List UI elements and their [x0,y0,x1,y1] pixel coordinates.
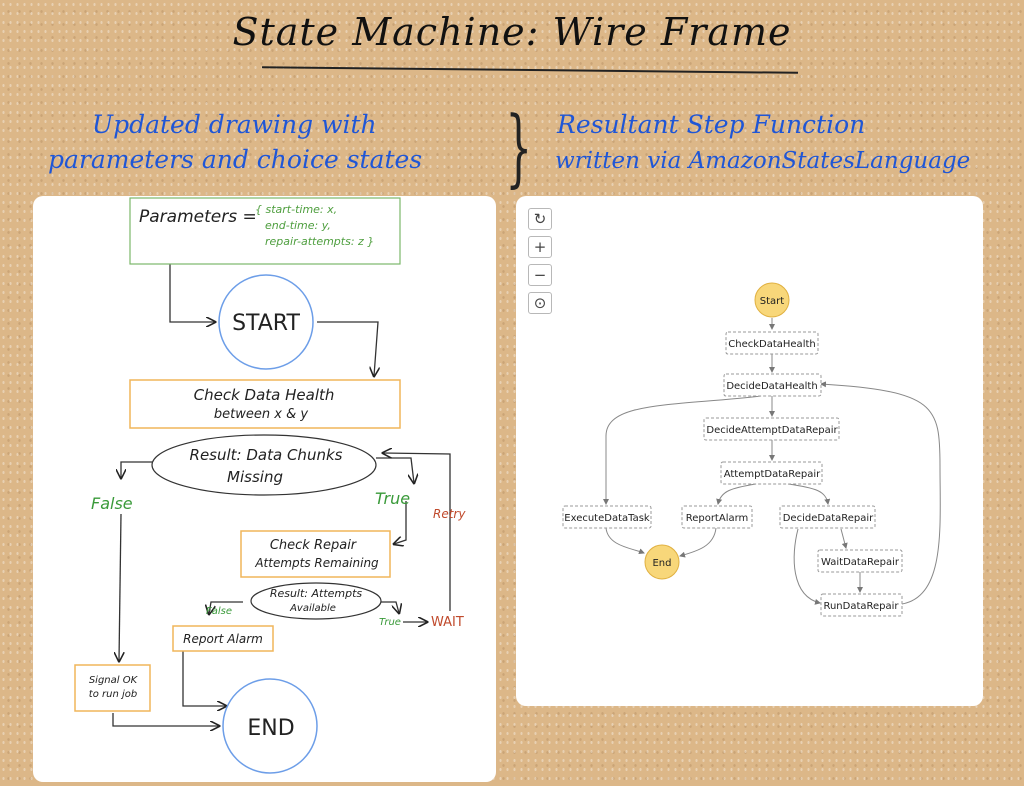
asl-end-node: End [644,544,680,580]
arrow-true-branch [376,457,414,483]
asl-run-data-repair-node[interactable]: RunDataRepair [820,593,903,617]
asl-report-alarm-label: ReportAlarm [686,513,749,524]
arrow-retry [383,453,451,611]
asl-run-data-repair-label: RunDataRepair [823,601,899,612]
asl-execute-data-task-label: ExecuteDataTask [564,513,650,524]
result-attempts-line2: Available [289,603,336,614]
center-view-button[interactable]: ⊙ [528,292,552,314]
param-repair-attempts: repair-attempts: z } [265,235,374,248]
asl-decide-data-health-node[interactable]: DecideDataHealth [723,373,822,397]
parameters-box [129,197,401,265]
sketch-panel: Parameters = { start-time: x, end-time: … [33,196,496,782]
report-alarm-label: Report Alarm [183,632,263,646]
result-data-ellipse [151,434,377,496]
edge-try-decide-repair [787,483,831,505]
asl-decide-data-repair-node[interactable]: DecideDataRepair [779,505,876,529]
sketch-diagram: Parameters = { start-time: x, end-time: … [74,197,466,774]
left-heading-line2: parameters and choice states [48,145,423,174]
parameters-label: Parameters = [139,207,257,227]
edge-report-end [679,527,717,558]
arrow-signal-end [112,713,219,726]
edge-run-decide-health [820,381,941,605]
report-alarm-box [172,625,274,652]
arrow-false-small [209,601,243,614]
arrow-true-small [381,601,399,613]
edge-decide-wait [840,528,848,549]
param-start-time: { start-time: x, [255,203,337,216]
false-label: False [91,494,133,513]
true-small-label: True [379,617,401,628]
check-repair-line2: Attempts Remaining [254,556,379,570]
edge-try-report [716,483,757,505]
check-repair-box [240,530,391,578]
page-title: State Machine: Wire Frame [232,10,792,54]
signal-ok-box [74,664,151,712]
check-health-box [129,379,401,429]
retry-label: Retry [433,507,466,521]
zoom-in-button[interactable]: + [528,236,552,258]
arrow-false-branch [121,461,153,478]
asl-attempt-data-repair-label: AttemptDataRepair [724,469,821,480]
edge-decide-execute [603,395,762,505]
arrow-start-check [317,321,378,376]
asl-check-data-health-label: CheckDataHealth [728,339,815,350]
result-attempts-line1: Result: Attempts [270,587,363,600]
result-data-line1: Result: Data Chunks [190,446,343,464]
asl-start-label: Start [760,296,785,307]
asl-wait-data-repair-node[interactable]: WaitDataRepair [817,549,903,573]
wait-label: WAIT [431,615,464,630]
zoom-out-button[interactable]: − [528,264,552,286]
arrow-false-signal [119,513,121,661]
param-end-time: end-time: y, [265,219,331,232]
result-data-line2: Missing [227,468,283,486]
asl-end-label: End [652,558,671,569]
start-label: START [232,311,300,336]
edge-decide-run [793,528,821,605]
edge-execute-end [605,527,645,555]
brace-divider: } [505,98,533,196]
asl-wait-data-repair-label: WaitDataRepair [821,557,900,568]
false-small-label: False [206,606,232,617]
asl-decide-data-repair-label: DecideDataRepair [783,513,874,524]
end-circle [222,678,318,774]
start-circle [218,274,314,370]
arrow-params-start [169,264,215,322]
check-health-line1: Check Data Health [194,386,335,404]
asl-report-alarm-node[interactable]: ReportAlarm [681,505,753,529]
end-label: END [247,716,294,741]
left-heading-line1: Updated drawing with [92,110,377,139]
asl-check-data-health-node[interactable]: CheckDataHealth [725,331,819,355]
result-attempts-ellipse [250,582,382,620]
asl-attempt-data-repair-node[interactable]: AttemptDataRepair [720,461,823,485]
asl-decide-attempt-data-repair-label: DecideAttemptDataRepair [706,425,838,436]
asl-execute-data-task-node[interactable]: ExecuteDataTask [562,505,652,529]
signal-ok-line1: Signal OK [89,675,139,686]
asl-decide-attempt-data-repair-node[interactable]: DecideAttemptDataRepair [703,417,840,441]
right-heading-line1: Resultant Step Function [557,110,866,139]
check-repair-line1: Check Repair [270,538,358,553]
asl-graph: Start CheckDataHealth DecideDataHealth D… [562,282,941,617]
reset-view-button[interactable]: ↻ [528,208,552,230]
title-underline [262,66,798,74]
right-heading-line2: written via AmazonStatesLanguage [555,148,971,174]
asl-decide-data-health-label: DecideDataHealth [726,381,817,392]
asl-start-node: Start [754,282,790,318]
step-function-panel: ↻ + − ⊙ Start CheckDataHealth [516,196,983,706]
arrow-true-check-repair [394,501,407,544]
check-health-line2: between x & y [214,407,308,422]
arrow-alarm-end [182,651,226,706]
signal-ok-line2: to run job [89,689,137,700]
true-label: True [375,489,410,508]
